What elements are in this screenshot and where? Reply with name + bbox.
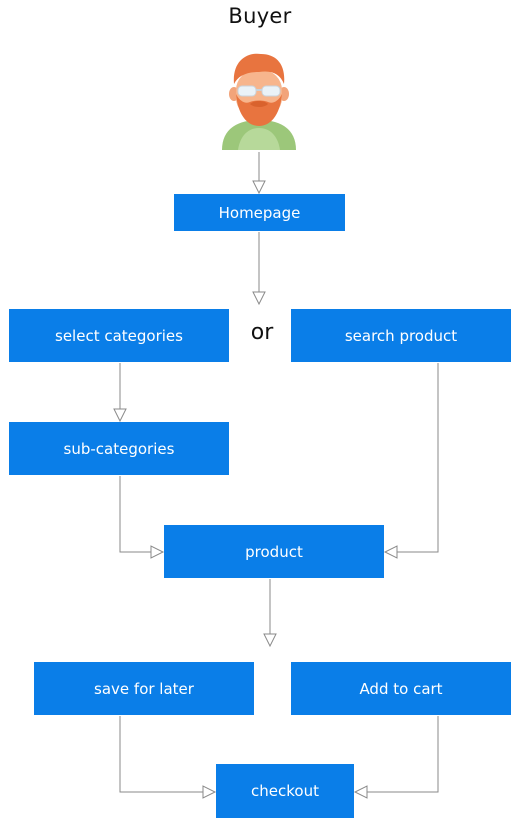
edge-subcat-product bbox=[119, 476, 151, 553]
arrowhead bbox=[383, 545, 398, 559]
arrowhead bbox=[353, 785, 368, 799]
arrowhead bbox=[113, 408, 127, 423]
buyer-avatar-icon bbox=[222, 53, 296, 150]
arrowhead bbox=[202, 785, 217, 799]
arrowhead bbox=[252, 291, 266, 306]
node-product: product bbox=[164, 525, 384, 578]
node-checkout: checkout bbox=[216, 764, 354, 818]
arrowhead bbox=[252, 180, 266, 195]
edge-search-product bbox=[397, 363, 439, 553]
node-search-product: search product bbox=[291, 309, 511, 362]
node-add-to-cart: Add to cart bbox=[291, 662, 511, 715]
node-sub-categories: sub-categories bbox=[9, 422, 229, 475]
node-select-categories: select categories bbox=[9, 309, 229, 362]
node-homepage: Homepage bbox=[174, 194, 345, 231]
arrowhead bbox=[263, 633, 277, 648]
node-save-for-later: save for later bbox=[34, 662, 254, 715]
diagram-title: Buyer bbox=[228, 4, 292, 28]
arrowhead bbox=[150, 545, 165, 559]
or-label: or bbox=[250, 320, 274, 345]
edge-save-checkout bbox=[119, 716, 203, 793]
edge-cart-checkout bbox=[367, 716, 439, 793]
